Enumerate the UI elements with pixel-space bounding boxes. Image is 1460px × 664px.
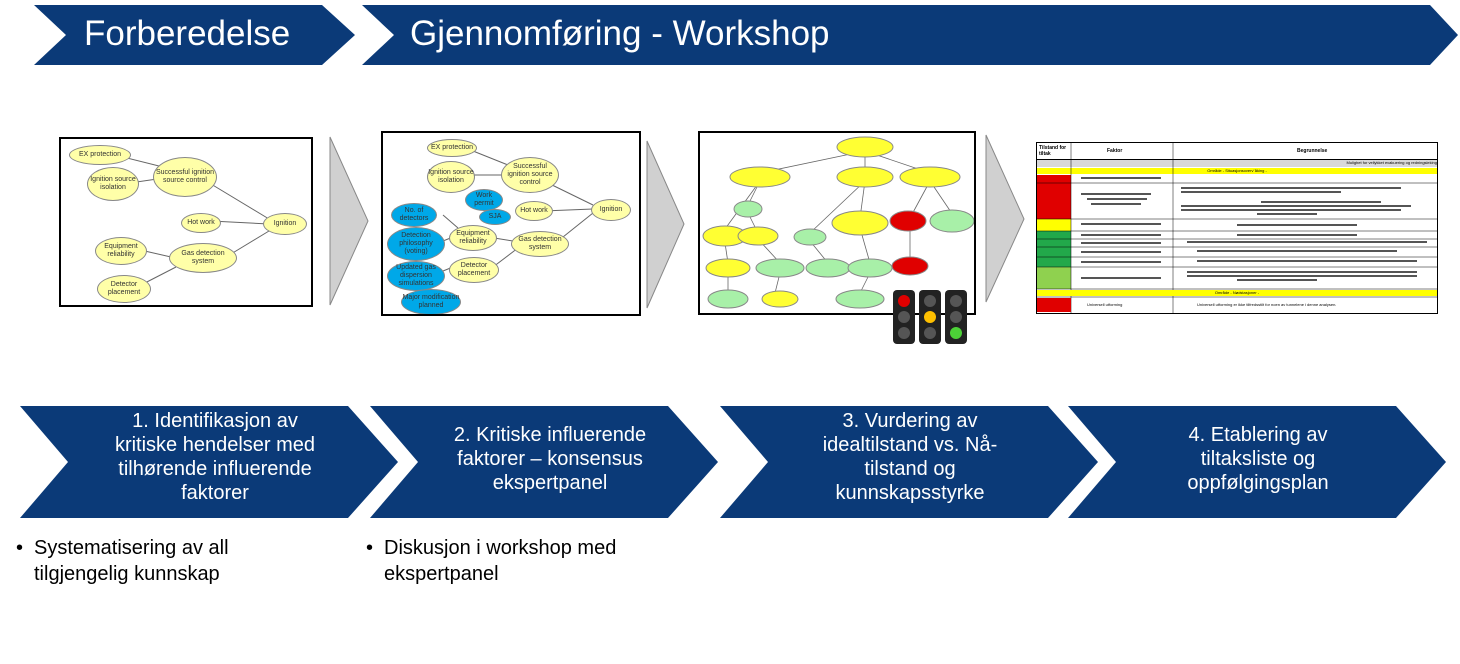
status-cell — [1037, 239, 1071, 247]
status-cell — [1037, 219, 1071, 231]
node-equipment-reliability: Equipment reliability — [95, 237, 147, 265]
node-ex-protection: EX protection — [69, 145, 131, 165]
node2-ignition: Ignition — [591, 199, 631, 221]
table-header-reason: Begrunnelse — [1297, 148, 1328, 154]
step2-text: 2. Kritiske influerende faktorer – konse… — [420, 423, 680, 495]
table-header-factor: Faktor — [1107, 148, 1123, 154]
step2-line: ekspertpanel — [492, 472, 608, 494]
expanded-diagram-thumbnail: EX protection Ignition source isolation … — [381, 131, 641, 316]
step3-line: idealtilstand vs. Nå- — [822, 434, 998, 456]
node-gas-detection-system: Gas detection system — [169, 243, 237, 273]
step4-line: 4. Etablering av — [1188, 424, 1328, 446]
node-detector-placement: Detector placement — [97, 275, 151, 303]
status-cell — [1037, 247, 1071, 257]
bullet-2: • Diskusjon i workshop med ekspertpanel — [366, 535, 696, 589]
node2-gas-detection-system: Gas detection system — [511, 231, 569, 257]
node2-sja: SJA — [479, 209, 511, 225]
status-cell — [1037, 298, 1071, 312]
node-successful-ignition-control: Successful ignition source control — [153, 157, 217, 197]
bullet-2-line: ekspertpanel — [384, 563, 499, 585]
bullet-symbol: • — [16, 537, 24, 559]
phase1-chevron — [34, 5, 355, 65]
step1-line: 1. Identifikasjon av — [132, 410, 298, 432]
assessment-table-thumbnail: Tilstand for tiltak Faktor Begrunnelse M… — [1036, 142, 1438, 314]
bullet-1-line: tilgjengelig kunnskap — [34, 563, 220, 585]
step1-line: faktorer — [181, 482, 249, 504]
status-cell — [1037, 257, 1071, 267]
status-cell — [1037, 231, 1071, 239]
bullet-1-line: Systematisering av all — [34, 537, 229, 559]
node-hot-work: Hot work — [181, 213, 221, 233]
step1-chevron — [20, 406, 398, 518]
node2-detector-placement: Detector placement — [449, 257, 499, 283]
node2-work-permit: Work permit — [465, 189, 503, 211]
step3-text: 3. Vurdering av idealtilstand vs. Nå- ti… — [770, 409, 1050, 505]
status-cell — [1037, 183, 1071, 219]
influence-diagram-thumbnail: EX protection Ignition source isolation … — [59, 137, 313, 307]
step4-chevron — [1068, 406, 1446, 518]
network-graphic — [702, 136, 974, 309]
table-last-reason: Universell utforming er ikke tilfredssti… — [1197, 302, 1337, 307]
grey-arrow-3 — [985, 134, 1025, 303]
network-diagram-thumbnail — [698, 131, 976, 315]
node2-ignition-source-isolation: Ignition source isolation — [427, 161, 475, 193]
node2-detection-philosophy: Detection philosophy (voting) — [387, 227, 445, 261]
table-area-title-2: Område - Nødstasjoner - — [1037, 290, 1437, 296]
step1-line: kritiske hendelser med — [114, 434, 316, 456]
step3-line: kunnskapsstyrke — [835, 482, 985, 504]
node-ignition-source-isolation: Ignition source isolation — [87, 167, 139, 201]
step3-line: tilstand og — [864, 458, 956, 480]
table-header-row: Tilstand for tiltak Faktor Begrunnelse — [1037, 143, 1437, 160]
node2-updated-gas-dispersion: Updated gas dispersion simulations — [387, 261, 445, 291]
table-last-factor: Universell utforming — [1087, 302, 1123, 307]
step1-text: 1. Identifikasjon av kritiske hendelser … — [70, 409, 360, 505]
node-ignition: Ignition — [263, 213, 307, 235]
table-header-status: Tilstand for tiltak — [1039, 145, 1067, 157]
node2-ex-protection: EX protection — [427, 139, 477, 157]
grey-arrow-1 — [329, 136, 369, 306]
step3-line: 3. Vurdering av — [842, 410, 978, 432]
step2-line: 2. Kritiske influerende — [453, 424, 647, 446]
bullet-symbol: • — [366, 537, 374, 559]
grey-arrow-2 — [646, 140, 685, 309]
step2-line: faktorer – konsensus — [457, 448, 643, 470]
status-cell — [1037, 267, 1071, 289]
traffic-lights-icon — [891, 288, 971, 346]
table-grid — [1037, 143, 1437, 313]
step4-text: 4. Etablering av tiltaksliste og oppfølg… — [1118, 423, 1398, 495]
phase2-chevron — [362, 5, 1458, 65]
status-cell — [1037, 175, 1071, 183]
table-section-title: Mulighet for vellykket evakuering og red… — [1037, 160, 1437, 167]
phase1-title: Forberedelse — [84, 14, 291, 53]
table-area-title-1: Område - Situasjonsoverv¨åking - — [1037, 168, 1437, 174]
step1-line: tilhørende influerende — [118, 458, 312, 480]
step2-chevron — [370, 406, 718, 518]
step3-chevron — [720, 406, 1098, 518]
node2-major-modification: Major modification planned — [401, 289, 461, 314]
step4-line: oppfølgingsplan — [1187, 472, 1329, 494]
bullet-2-line: Diskusjon i workshop med — [384, 537, 617, 559]
node2-equipment-reliability: Equipment reliability — [449, 225, 497, 251]
node2-no-detectors: No. of detectors — [391, 203, 437, 227]
node2-hot-work: Hot work — [515, 201, 553, 221]
phase2-title: Gjennomføring - Workshop — [410, 14, 830, 53]
step4-line: tiltaksliste og — [1200, 448, 1316, 470]
bullet-1: • Systematisering av all tilgjengelig ku… — [16, 535, 346, 589]
node2-successful-ignition-control: Successful ignition source control — [501, 157, 559, 193]
